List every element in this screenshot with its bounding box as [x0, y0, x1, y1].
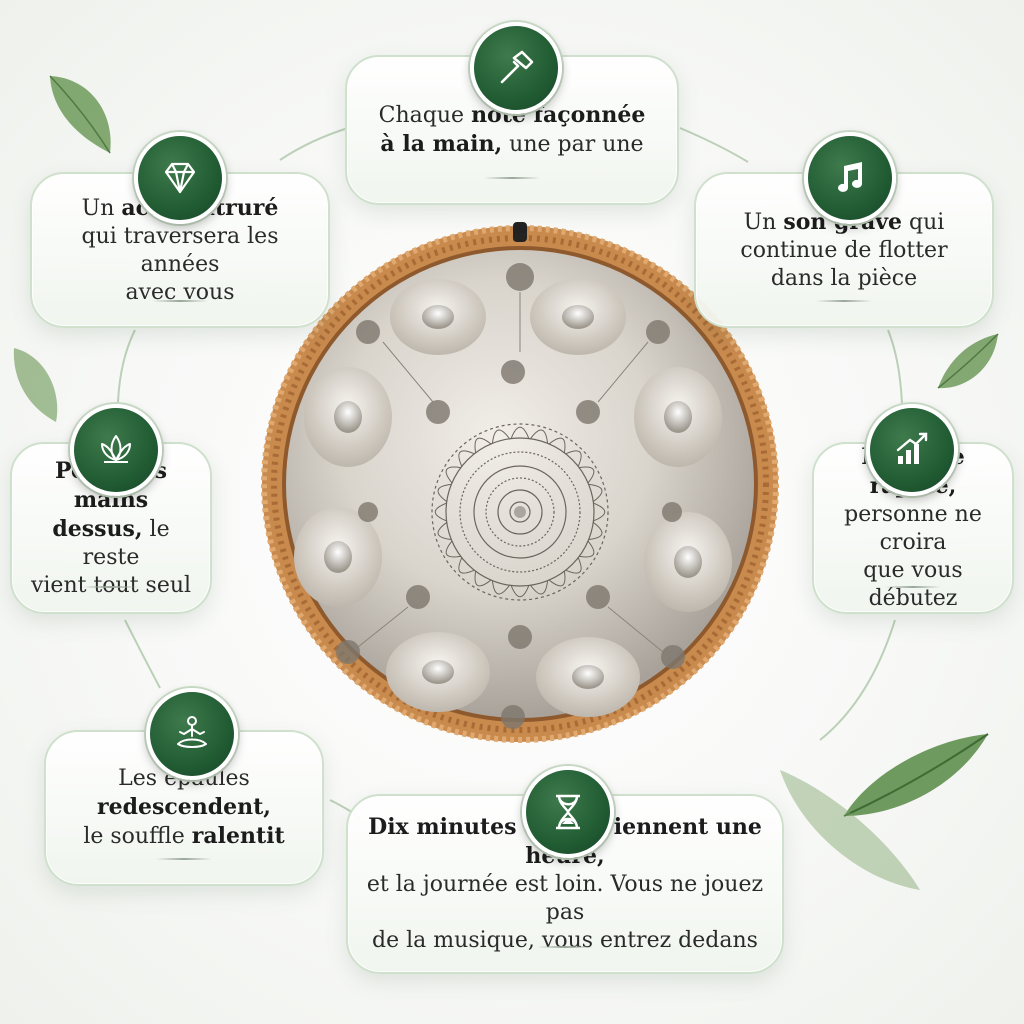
- feature-text-regular: le souffle: [83, 824, 192, 849]
- leaf-icon: [13, 348, 58, 422]
- feature-text-regular: que vous débutez: [863, 558, 963, 611]
- divider: [537, 946, 593, 948]
- hourglass-icon: [556, 794, 580, 830]
- feature-text-regular: Un: [743, 209, 784, 235]
- leaf-icon: [937, 333, 999, 389]
- hammer-badge: [470, 22, 562, 114]
- feature-text-regular: Un: [81, 195, 122, 221]
- music-badge: [804, 132, 896, 224]
- feature-text-regular: de la musique, vous entrez dedans: [372, 928, 758, 953]
- lotus-badge: [70, 404, 162, 496]
- divider: [816, 300, 872, 302]
- feature-text-bold: ralentit: [191, 823, 285, 849]
- feature-text-regular: dans la pièce: [770, 265, 918, 291]
- lotus-icon: [101, 435, 131, 463]
- growth-chart-icon: [896, 432, 928, 464]
- diamond-icon: [164, 162, 196, 194]
- music-note-icon: [838, 162, 862, 192]
- feature-text-regular: le reste: [82, 516, 170, 570]
- divider: [484, 177, 540, 179]
- leaf-icon: [49, 75, 111, 154]
- handpan-image: [261, 222, 779, 743]
- divider: [156, 858, 212, 860]
- leaf-icon: [843, 733, 989, 817]
- hourglass-badge: [522, 766, 614, 858]
- meditation-icon: [177, 716, 207, 748]
- feature-text-regular: qui traversera les années: [81, 223, 279, 277]
- meditation-badge: [146, 688, 238, 780]
- growth-badge: [866, 404, 958, 496]
- feature-text-bold: redescendent,: [97, 794, 271, 820]
- feature-text-regular: et la journée est loin. Vous ne jouez pa…: [366, 872, 764, 925]
- feature-text-regular: une par une: [502, 132, 644, 157]
- feature-text-bold: dessus,: [52, 515, 143, 542]
- feature-text-bold: à la main,: [380, 131, 503, 157]
- divider: [152, 300, 208, 302]
- divider: [885, 586, 941, 588]
- feature-text-regular: personne ne croira: [844, 502, 982, 555]
- feature-text-regular: continue de flotter: [740, 237, 948, 263]
- divider: [83, 586, 139, 588]
- feature-text-regular: vient tout seul: [30, 572, 192, 598]
- diamond-badge: [134, 132, 226, 224]
- hammer-icon: [500, 50, 534, 84]
- feature-text-regular: Chaque: [378, 103, 472, 128]
- leaf-icon: [780, 770, 920, 890]
- feature-text-regular: qui: [902, 209, 945, 235]
